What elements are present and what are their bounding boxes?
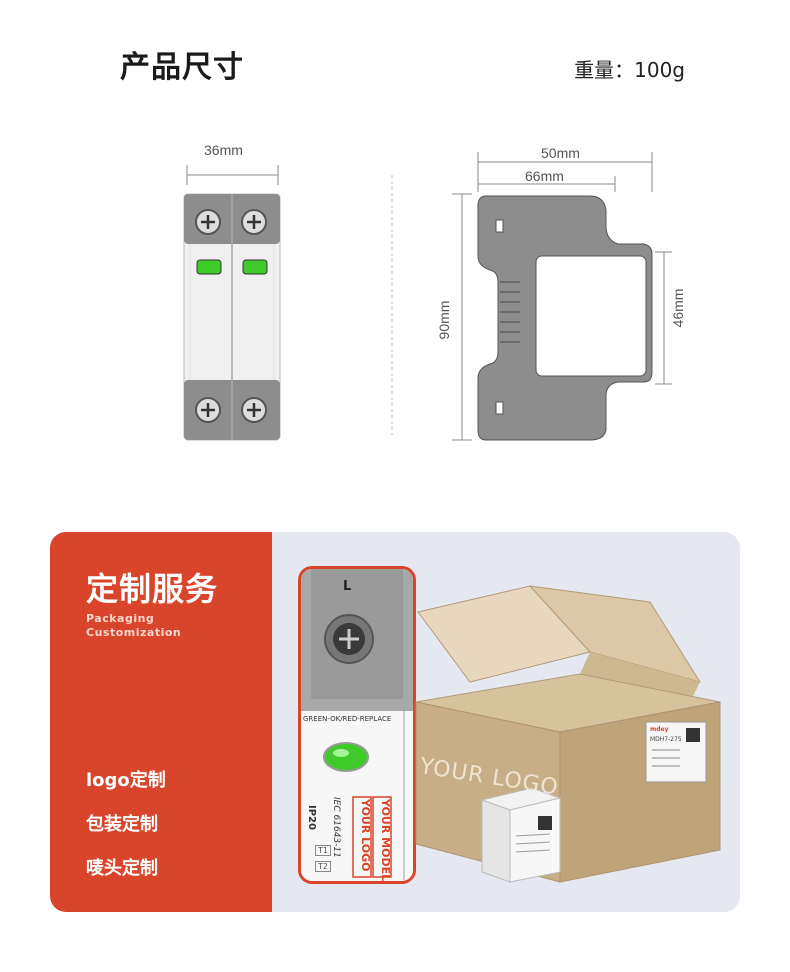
side-total-width-label: 50mm [541, 145, 580, 161]
weight-label: 重量：100g [574, 58, 685, 82]
side-ribs [500, 281, 520, 343]
service-item-marking: 唛头定制 [86, 858, 158, 879]
model-text: YOUR MODEL [379, 799, 392, 882]
standard-text: IEC 61643-11 [331, 797, 341, 858]
packaging-box [415, 585, 721, 883]
rail-height-label: 46mm [670, 288, 686, 328]
front-width-dimension-line [186, 165, 279, 185]
service-subtitle-1: Packaging [86, 612, 155, 625]
service-subtitle-2: Customization [86, 626, 182, 639]
front-view-device [183, 193, 281, 441]
product-closeup-drawing [301, 569, 413, 881]
box-brand: mdey [650, 726, 669, 733]
service-title: 定制服务 [86, 570, 219, 608]
service-item-logo: logo定制 [86, 770, 166, 791]
terminal-label: L [343, 579, 352, 594]
product-closeup: L GREEN-OK/RED-REPLACE IP20 IEC 61643-11… [298, 566, 416, 884]
customization-card: 定制服务 Packaging Customization logo定制 包装定制… [50, 532, 740, 912]
side-inner-width-label: 66mm [525, 168, 564, 184]
page-title: 产品尺寸 [120, 50, 244, 85]
dimension-drawing [183, 152, 672, 441]
logo-text: YOUR LOGO [359, 799, 372, 872]
ip-rating: IP20 [306, 805, 317, 830]
t1-badge: T1 [315, 845, 331, 856]
t2-badge: T2 [315, 861, 331, 872]
height-label: 90mm [436, 300, 452, 340]
side-dimension-lines [452, 152, 672, 441]
service-panel: 定制服务 Packaging Customization logo定制 包装定制… [50, 532, 272, 912]
service-item-packaging: 包装定制 [86, 814, 158, 835]
indicator-text: GREEN-OK/RED-REPLACE [303, 715, 392, 723]
box-model: MDH7-275 [650, 736, 682, 743]
front-width-label: 36mm [204, 142, 243, 158]
